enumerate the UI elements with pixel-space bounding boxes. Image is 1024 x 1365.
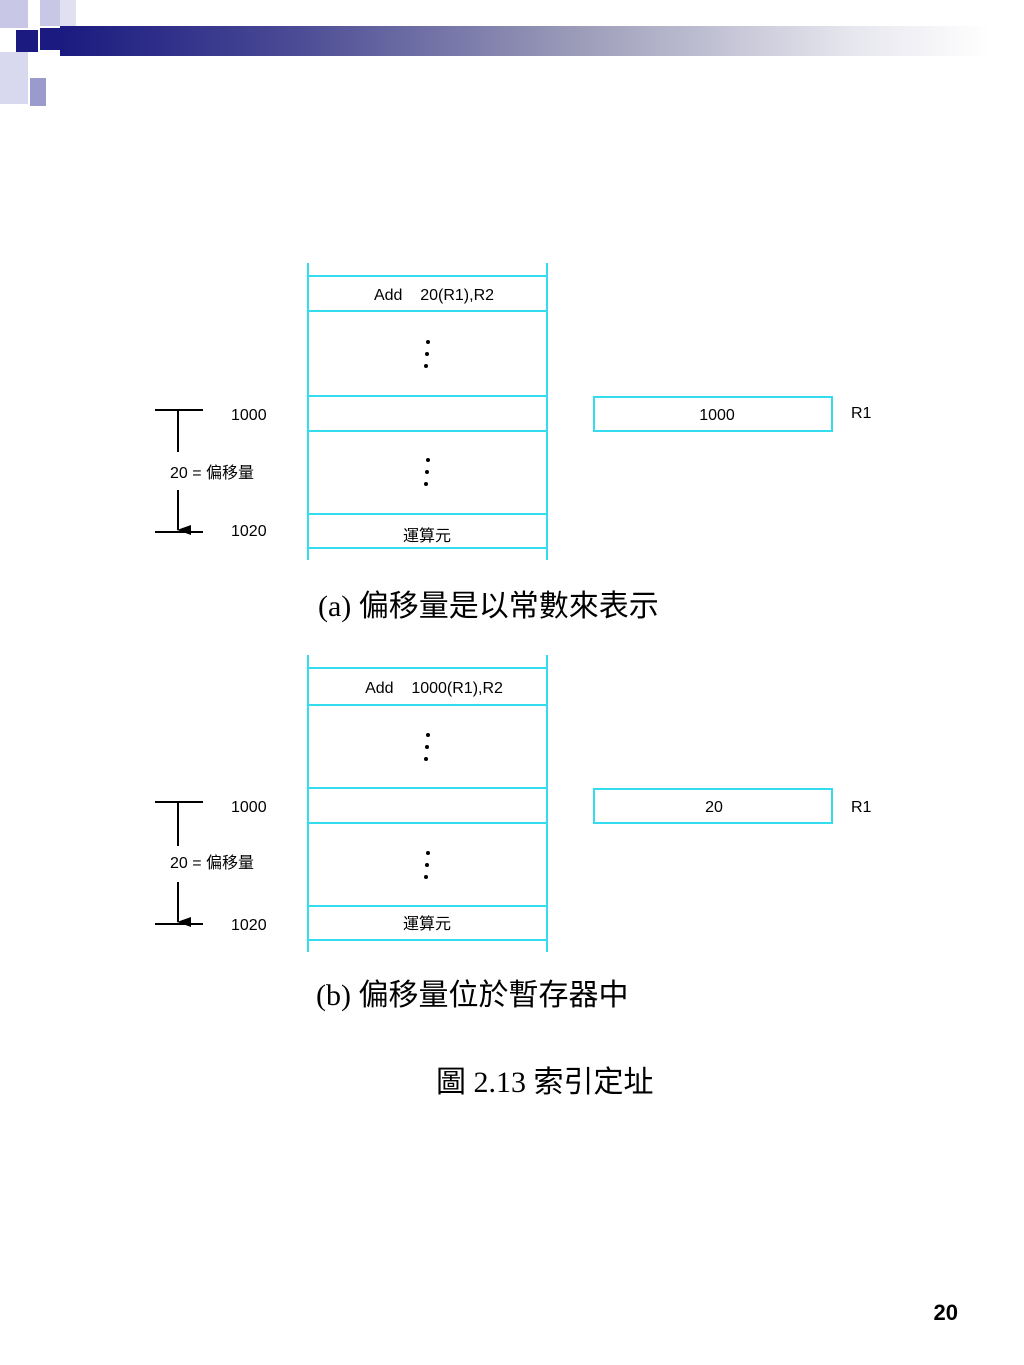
offset-bracket-b [155, 801, 203, 927]
operand-label-a: 運算元 [403, 526, 451, 545]
header-square [16, 30, 38, 52]
memory-column-a [307, 263, 548, 560]
register-name-b: R1 [851, 799, 872, 816]
ellipsis-dots-a2 [424, 458, 430, 486]
header-square [40, 28, 60, 50]
register-value-a: 1000 [699, 407, 735, 424]
instruction-text-a: Add 20(R1),R2 [374, 287, 494, 304]
address-bottom-b: 1020 [231, 917, 267, 934]
ellipsis-dots-b1 [424, 733, 430, 761]
caption-b: (b) 偏移量位於暫存器中 [316, 979, 628, 1012]
header-square [40, 0, 60, 26]
panel-b: Add 1000(R1),R2 運算元 20 = 偏移量 1000 1020 2… [155, 655, 872, 1012]
offset-bracket-a [155, 409, 203, 535]
header-square [0, 0, 28, 28]
ellipsis-dots-b2 [424, 851, 430, 879]
address-top-a: 1000 [231, 407, 267, 424]
header-square [0, 52, 28, 104]
register-box-b [593, 788, 833, 824]
register-value-b: 20 [705, 799, 723, 816]
page-number: 20 [933, 1300, 958, 1325]
figure-caption: 圖 2.13 索引定址 [436, 1066, 654, 1099]
ellipsis-dots-a1 [424, 340, 430, 368]
address-bottom-a: 1020 [231, 523, 267, 540]
header-decoration [0, 0, 1024, 110]
offset-label-a: 20 = 偏移量 [170, 464, 254, 482]
operand-label-b: 運算元 [403, 914, 451, 933]
address-top-b: 1000 [231, 799, 267, 816]
header-gradient-bar [60, 26, 990, 56]
panel-a: Add 20(R1),R2 運算元 20 = 偏移量 1000 1020 100… [155, 263, 872, 623]
instruction-text-b: Add 1000(R1),R2 [365, 680, 503, 697]
caption-a: (a) 偏移量是以常數來表示 [318, 590, 659, 623]
memory-column-b [307, 655, 548, 952]
register-box-a [593, 396, 833, 432]
register-name-a: R1 [851, 405, 872, 422]
header-square [60, 0, 76, 26]
header-square [30, 78, 46, 106]
offset-label-b: 20 = 偏移量 [170, 854, 254, 872]
